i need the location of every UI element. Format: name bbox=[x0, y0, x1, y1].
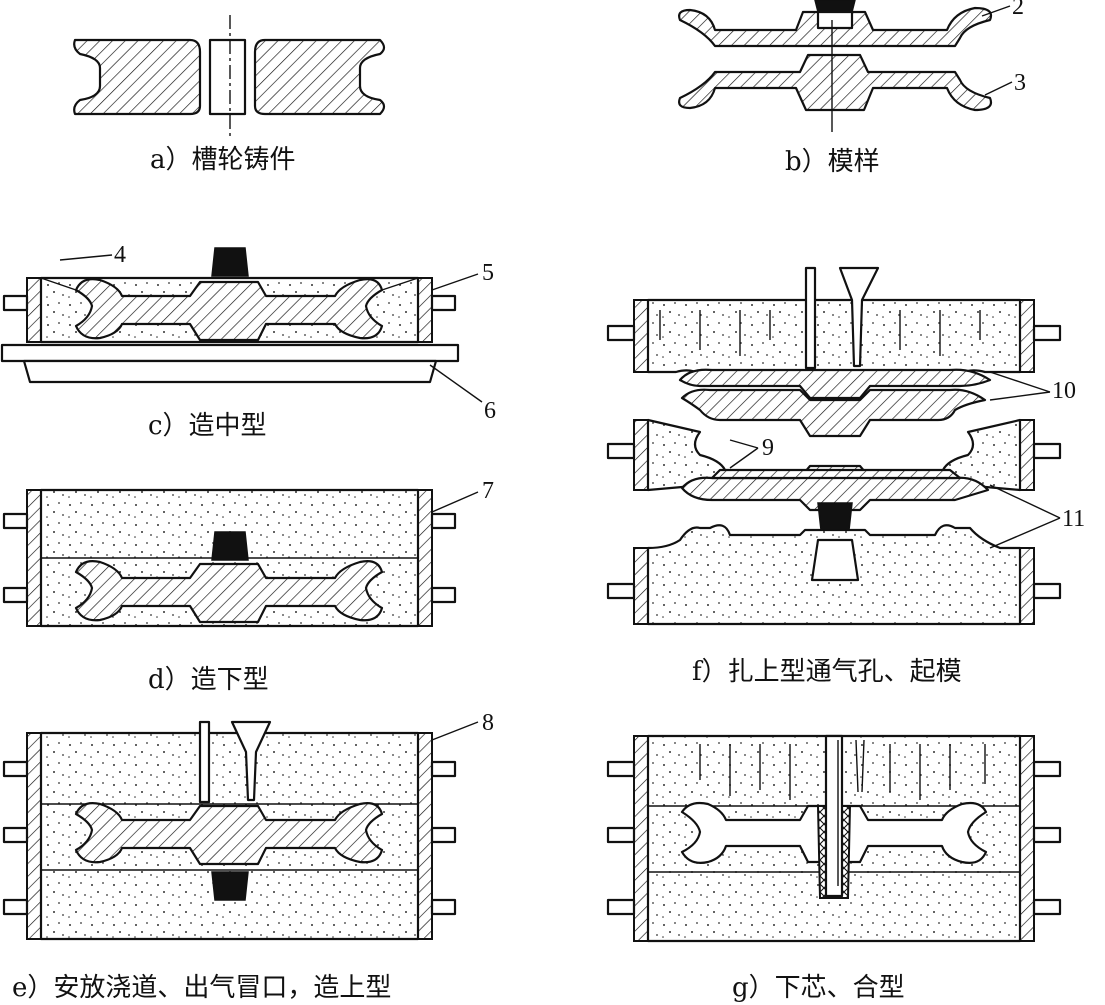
label-8: 8 bbox=[482, 710, 494, 736]
caption-g: g）下芯、合型 bbox=[732, 973, 905, 1003]
panel-g-core-closing: g）下芯、合型 bbox=[606, 734, 1062, 1003]
panel-b-pattern: 2 3 b）模样 bbox=[678, 0, 1026, 177]
label-2: 2 bbox=[1012, 0, 1024, 20]
label-6: 6 bbox=[484, 398, 496, 424]
label-3: 3 bbox=[1014, 70, 1026, 96]
label-5: 5 bbox=[482, 260, 494, 286]
panel-c-middle-mold: 4 5 6 c）造中型 bbox=[0, 242, 496, 441]
label-11: 11 bbox=[1062, 506, 1085, 532]
label-4: 4 bbox=[114, 242, 126, 268]
caption-f: f）扎上型通气孔、起模 bbox=[692, 657, 962, 687]
caption-e: e）安放浇道、出气冒口，造上型 bbox=[12, 973, 391, 1003]
caption-d: d）造下型 bbox=[148, 665, 269, 695]
label-9: 9 bbox=[762, 435, 774, 461]
panel-d-lower-mold: 7 d）造下型 bbox=[2, 478, 494, 695]
label-7: 7 bbox=[482, 478, 494, 504]
panel-e-upper-mold: 8 e）安放浇道、出气冒口，造上型 bbox=[2, 710, 494, 1003]
caption-a: a）槽轮铸件 bbox=[150, 145, 296, 175]
caption-b: b）模样 bbox=[785, 147, 880, 177]
panel-a-casting: a）槽轮铸件 bbox=[73, 15, 386, 175]
caption-c: c）造中型 bbox=[148, 411, 267, 441]
label-10: 10 bbox=[1052, 378, 1076, 404]
panel-f-venting-pattern-removal: 10 9 11 f）扎上型通气孔、起模 bbox=[606, 266, 1085, 687]
